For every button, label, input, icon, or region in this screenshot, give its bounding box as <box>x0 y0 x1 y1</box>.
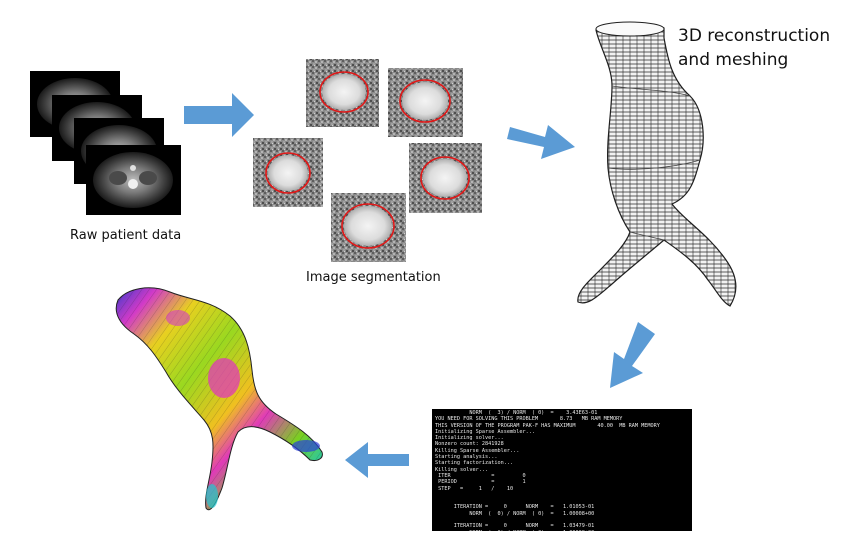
terminal-line: Starting factorization... <box>435 460 514 467</box>
terminal-line: STEP = 1 / 10 <box>435 485 514 492</box>
ct-slice-stack <box>30 71 181 215</box>
terminal-line: ITERATION = 0 NORM = 1.01053-01 <box>435 504 595 511</box>
label-3d-reconstruction-line2: and meshing <box>678 50 789 70</box>
terminal-line: ITERATION = 0 NORM = 1.03479-01 <box>435 523 595 530</box>
seg-panel-5 <box>331 193 406 262</box>
label-image-segmentation: Image segmentation <box>306 270 441 285</box>
cfd-result-model <box>115 287 323 511</box>
segmentation-panels <box>253 59 482 262</box>
ct-slice-4 <box>86 145 181 215</box>
terminal-line: PERIOD = 1 <box>435 479 526 486</box>
terminal-line: Initializing solver... <box>435 435 504 442</box>
terminal-line: NORM ( 0) / NORM ( 0) = 1.00008+00 <box>435 530 689 531</box>
terminal-line: NORM ( 3) / NORM ( 0) = 3.43E63-01 <box>435 410 598 416</box>
terminal-line: THIS VERSION OF THE PROGRAM PAK-F HAS MA… <box>435 422 660 429</box>
arrow-right-1 <box>184 93 254 137</box>
terminal-line: Nonzero count: 2841928 <box>435 441 504 448</box>
seg-panel-4 <box>409 143 482 213</box>
seg-panel-2 <box>388 68 463 137</box>
terminal-line: NORM ( 0) / NORM ( 0) = 1.00008+00 <box>435 510 595 517</box>
terminal-line: Killing solver... <box>435 466 489 473</box>
terminal-line: Initializing Sparse Assembler... <box>435 428 535 435</box>
terminal-line: ITER = 0 <box>435 472 526 479</box>
arrow-left <box>345 442 409 478</box>
terminal-line: YOU NEED FOR SOLVING THIS PROBLEM 8.73 M… <box>435 416 623 423</box>
terminal-line: Starting analysis... <box>435 454 498 461</box>
terminal-line: Killing Sparse Assembler... <box>435 447 520 454</box>
arrow-right-2 <box>507 125 575 159</box>
seg-panel-3 <box>253 138 323 207</box>
arrow-down-left <box>610 322 655 388</box>
aorta-mesh-model <box>577 21 737 307</box>
label-3d-reconstruction-line1: 3D reconstruction <box>678 26 831 46</box>
label-raw-patient-data: Raw patient data <box>70 228 182 243</box>
seg-panel-1 <box>306 59 379 127</box>
